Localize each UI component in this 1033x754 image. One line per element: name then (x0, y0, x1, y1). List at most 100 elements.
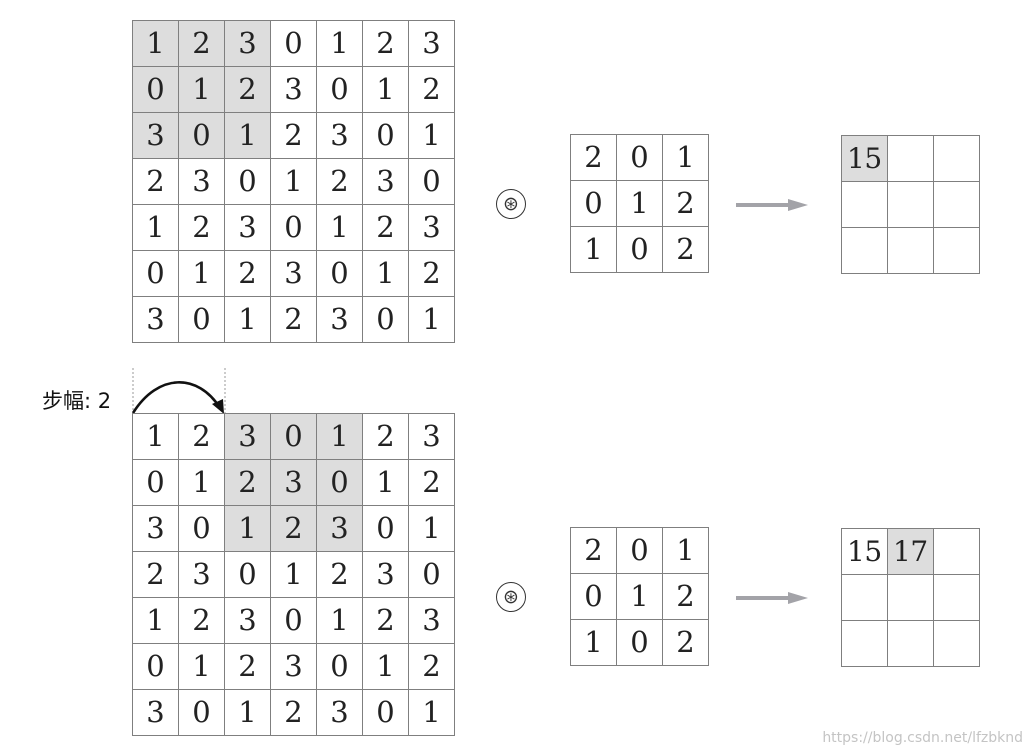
input-cell: 2 (363, 21, 409, 67)
input-cell: 1 (317, 21, 363, 67)
input-cell: 2 (133, 552, 179, 598)
input-cell: 1 (179, 251, 225, 297)
output-cell: 15 (842, 136, 888, 182)
input-cell: 2 (409, 644, 455, 690)
filter-cell: 1 (663, 135, 709, 181)
input-cell: 1 (363, 460, 409, 506)
filter-cell: 1 (617, 574, 663, 620)
input-cell: 2 (409, 67, 455, 113)
input-cell: 3 (363, 552, 409, 598)
input-cell: 3 (317, 506, 363, 552)
input-cell: 2 (317, 552, 363, 598)
input-cell: 2 (271, 113, 317, 159)
filter-cell: 0 (617, 227, 663, 273)
output-cell: 17 (888, 529, 934, 575)
input-cell: 0 (317, 460, 363, 506)
filter-cell: 0 (617, 135, 663, 181)
output-cell (842, 228, 888, 274)
filter-cell: 1 (571, 227, 617, 273)
input-cell: 1 (363, 251, 409, 297)
input-cell: 1 (409, 113, 455, 159)
input-cell: 0 (225, 159, 271, 205)
input-cell: 0 (271, 21, 317, 67)
input-cell: 1 (133, 205, 179, 251)
input-cell: 0 (409, 552, 455, 598)
input-cell: 3 (271, 251, 317, 297)
input-cell: 0 (363, 506, 409, 552)
input-cell: 0 (271, 598, 317, 644)
input-cell: 1 (317, 205, 363, 251)
output-cell (934, 575, 980, 621)
input-cell: 0 (133, 251, 179, 297)
input-cell: 3 (225, 21, 271, 67)
input-cell: 0 (317, 251, 363, 297)
input-cell: 3 (133, 690, 179, 736)
input-cell: 1 (225, 690, 271, 736)
input-cell: 3 (409, 205, 455, 251)
input-cell: 0 (133, 67, 179, 113)
stride-arrow-icon (131, 368, 226, 414)
input-cell: 0 (225, 552, 271, 598)
input-cell: 1 (363, 644, 409, 690)
output-cell (934, 529, 980, 575)
input-cell: 1 (225, 113, 271, 159)
filter-cell: 2 (571, 528, 617, 574)
input-cell: 3 (225, 205, 271, 251)
output-cell: 15 (842, 529, 888, 575)
input-cell: 1 (225, 506, 271, 552)
input-cell: 0 (317, 67, 363, 113)
filter-cell: 0 (617, 528, 663, 574)
input-cell: 1 (179, 644, 225, 690)
input-cell: 3 (409, 598, 455, 644)
output-matrix-top: 15 (841, 135, 980, 274)
input-cell: 1 (133, 21, 179, 67)
input-cell: 0 (363, 690, 409, 736)
filter-cell: 1 (663, 528, 709, 574)
input-cell: 2 (363, 205, 409, 251)
input-cell: 1 (179, 460, 225, 506)
input-cell: 2 (133, 159, 179, 205)
input-cell: 0 (179, 506, 225, 552)
filter-cell: 2 (663, 574, 709, 620)
input-cell: 3 (317, 113, 363, 159)
output-cell (842, 621, 888, 667)
input-cell: 3 (409, 21, 455, 67)
input-cell: 2 (363, 414, 409, 460)
input-cell: 3 (271, 644, 317, 690)
input-cell: 0 (179, 297, 225, 343)
input-cell: 2 (409, 251, 455, 297)
filter-cell: 0 (571, 181, 617, 227)
input-cell: 2 (409, 460, 455, 506)
input-cell: 2 (179, 205, 225, 251)
input-cell: 2 (271, 690, 317, 736)
input-cell: 1 (271, 552, 317, 598)
input-cell: 1 (409, 506, 455, 552)
input-cell: 3 (179, 159, 225, 205)
input-cell: 1 (409, 690, 455, 736)
input-cell: 1 (179, 67, 225, 113)
filter-cell: 2 (571, 135, 617, 181)
input-cell: 2 (225, 460, 271, 506)
output-cell (888, 621, 934, 667)
input-cell: 1 (133, 598, 179, 644)
input-cell: 1 (317, 598, 363, 644)
input-cell: 3 (225, 598, 271, 644)
input-cell: 3 (133, 506, 179, 552)
output-cell (934, 136, 980, 182)
input-cell: 0 (363, 297, 409, 343)
output-cell (934, 621, 980, 667)
filter-cell: 1 (617, 181, 663, 227)
watermark: https://blog.csdn.net/lfzbknd (822, 730, 1023, 746)
filter-cell: 0 (571, 574, 617, 620)
arrow-right-icon (736, 199, 808, 211)
input-cell: 3 (133, 113, 179, 159)
input-cell: 2 (225, 251, 271, 297)
input-cell: 2 (225, 644, 271, 690)
input-cell: 3 (271, 67, 317, 113)
input-cell: 3 (317, 297, 363, 343)
input-cell: 1 (271, 159, 317, 205)
